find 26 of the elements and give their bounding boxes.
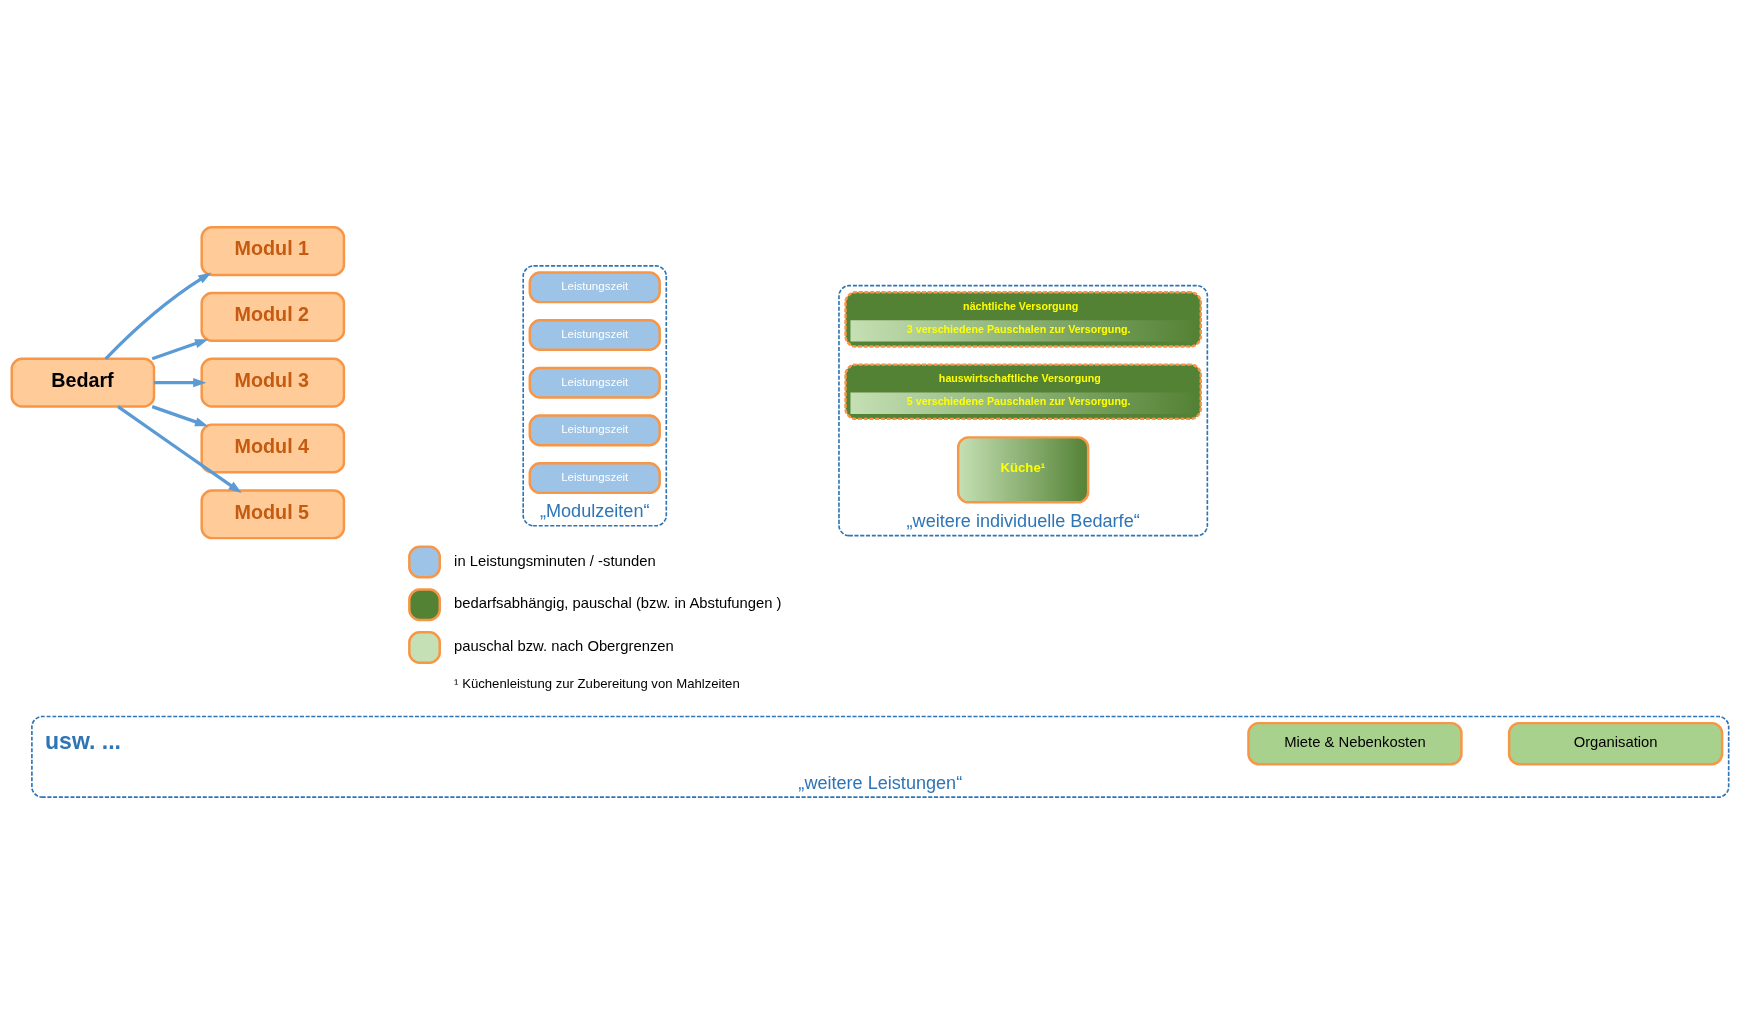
node-box: Leistungszeit [528, 318, 661, 351]
node-box: Modul 5 [200, 488, 346, 539]
label: usw. ... [45, 727, 121, 754]
node-box: Modul 2 [200, 291, 346, 342]
arrow [151, 404, 209, 426]
node-box: hauswirtschaftliche Versorgung 5 verschiedene Pauschalen zur Versorgung. [844, 362, 1202, 420]
node-box: Organisation [1507, 721, 1724, 765]
arrow [117, 404, 242, 493]
node-box: Modul 3 [200, 357, 346, 408]
legend-label: in Leistungsminuten / -stunden [454, 552, 656, 569]
legend-label: pauschal bzw. nach Obergrenzen [454, 637, 674, 654]
node-box: Bedarf [10, 357, 156, 408]
node-box: Modul 1 [200, 225, 346, 276]
node-box: nächtliche Versorgung 3 verschiedene Pauschalen zur Versorgung. [844, 290, 1202, 348]
label: ¹ Küchenleistung zur Zubereitung von Mahlzeiten [454, 675, 740, 691]
arrow [154, 377, 207, 387]
node-box: Leistungszeit [528, 366, 661, 399]
node-box: Modul 4 [200, 422, 346, 474]
arrow [104, 272, 212, 360]
arrow [151, 338, 209, 360]
node-box: Miete & Nebenkosten [1247, 721, 1463, 765]
node-box: Leistungszeit [528, 270, 661, 303]
node-box: Leistungszeit [528, 413, 661, 446]
node-box: Leistungszeit [528, 461, 661, 494]
legend-label: bedarfsabhängig, pauschal (bzw. in Abstufungen ) [454, 594, 782, 611]
node-box: Küche¹ [956, 435, 1090, 504]
